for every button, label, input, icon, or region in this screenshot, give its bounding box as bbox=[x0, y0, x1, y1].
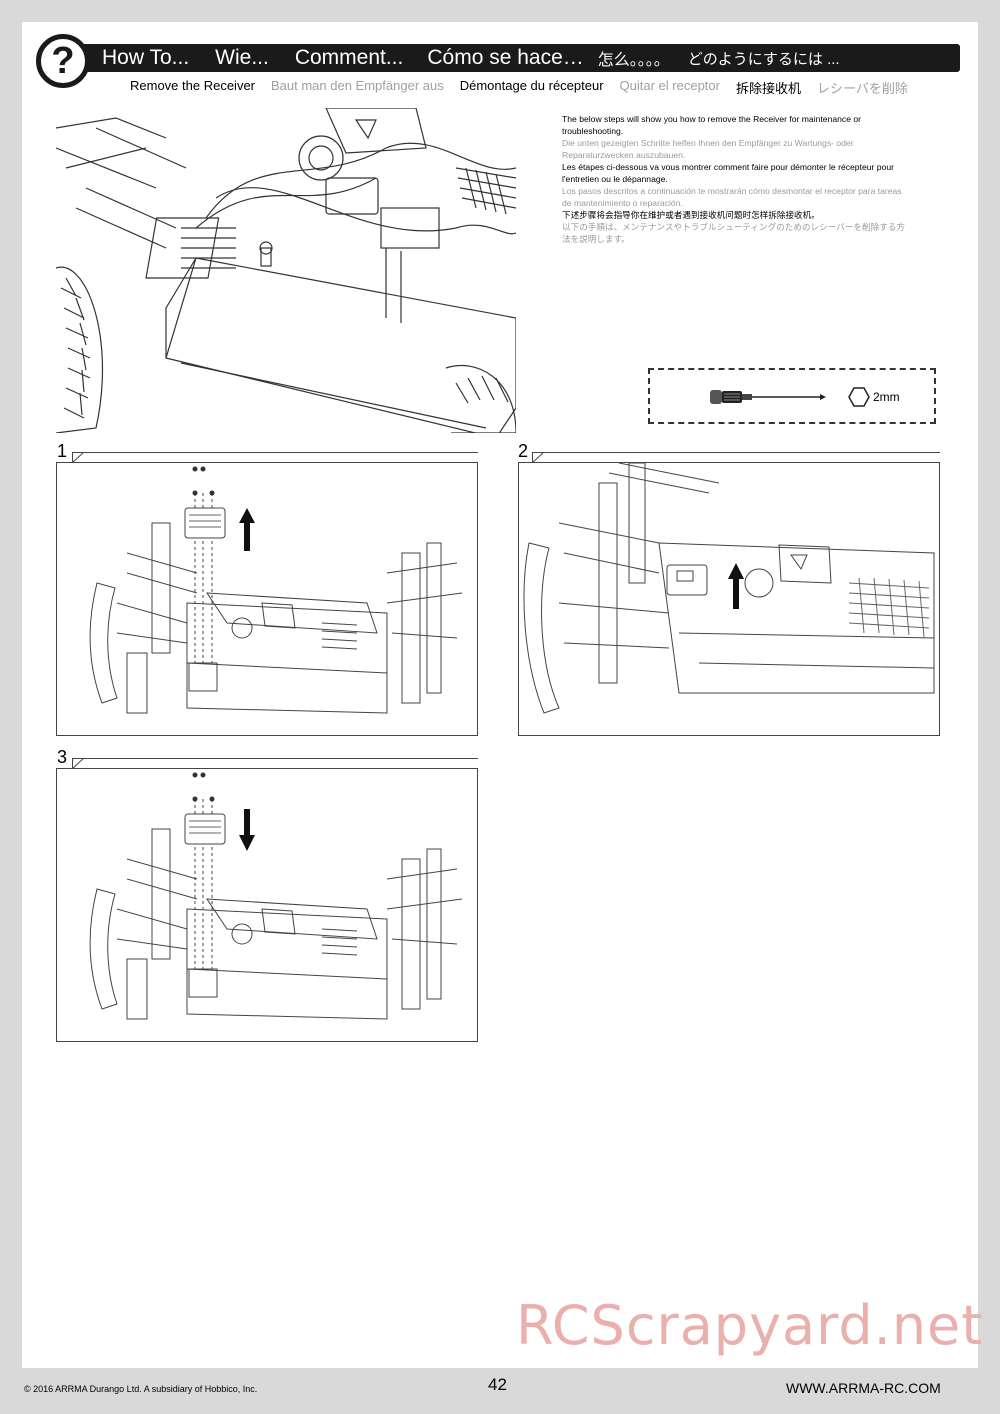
hero-illustration bbox=[56, 108, 516, 433]
title-de: Wie... bbox=[215, 46, 269, 69]
subtitle-fr: Démontage du récepteur bbox=[459, 78, 604, 93]
step-number: 3 bbox=[57, 747, 68, 767]
up-arrow-icon bbox=[239, 508, 255, 551]
intro-de: Die unten gezeigten Schritte helfen Ihne… bbox=[562, 138, 854, 160]
subtitle-es: Quitar el receptor bbox=[619, 78, 720, 93]
tab-corner bbox=[72, 758, 85, 770]
step-3-panel bbox=[56, 768, 478, 1042]
step-number: 2 bbox=[518, 441, 529, 461]
header-bar: How To... Wie... Comment... Cómo se hace… bbox=[72, 44, 960, 72]
intro-ja: 以下の手順は、メンテナンスやトラブルシューティングのためのレシーバーを削除する方… bbox=[562, 222, 905, 244]
subtitle-row: Remove the Receiver Baut man den Empfäng… bbox=[130, 78, 924, 97]
intro-fr: Les étapes ci-dessous va vous montrer co… bbox=[562, 162, 894, 184]
title-fr: Comment... bbox=[294, 46, 404, 69]
question-mark-icon: ? bbox=[36, 34, 90, 88]
tool-size-label: 2mm bbox=[873, 390, 900, 404]
footer-copyright: © 2016 ARRMA Durango Ltd. A subsidiary o… bbox=[24, 1384, 258, 1394]
tools-box bbox=[648, 368, 936, 424]
step-tab bbox=[532, 452, 940, 462]
step-tab bbox=[72, 452, 478, 462]
down-arrow-icon bbox=[239, 809, 255, 851]
subtitle-ja: レシーバを削除 bbox=[817, 81, 908, 96]
intro-es: Los pasos descritos a continuación te mo… bbox=[562, 186, 902, 208]
subtitle-zh: 拆除接收机 bbox=[735, 81, 801, 96]
step-1-panel bbox=[56, 462, 478, 736]
intro-zh: 下述步骤将会指导你在维护或者遇到接收机问题时怎样拆除接收机。 bbox=[562, 210, 820, 220]
intro-text: The below steps will show you how to rem… bbox=[562, 113, 907, 245]
title-zh: 怎么。。。。 bbox=[597, 52, 670, 69]
tab-corner bbox=[72, 452, 85, 464]
up-arrow-icon bbox=[728, 563, 744, 609]
step-tab bbox=[72, 758, 478, 768]
step-2-panel bbox=[518, 462, 940, 736]
page-number: 42 bbox=[488, 1375, 507, 1394]
hex-driver-icon bbox=[710, 390, 826, 404]
title-en: How To... bbox=[102, 46, 190, 69]
hexagon-icon bbox=[848, 387, 870, 407]
subtitle-en: Remove the Receiver bbox=[130, 78, 255, 93]
intro-en: The below steps will show you how to rem… bbox=[562, 114, 862, 136]
watermark: RCScrapyard.net bbox=[516, 1294, 984, 1357]
tab-corner bbox=[532, 452, 545, 464]
footer-website: WWW.ARRMA-RC.COM bbox=[786, 1380, 941, 1396]
title-es: Cómo se hace… bbox=[427, 46, 584, 69]
step-number: 1 bbox=[57, 441, 68, 461]
title-ja: どのようにするには ... bbox=[687, 50, 840, 68]
subtitle-de: Baut man den Empfänger aus bbox=[271, 78, 444, 93]
